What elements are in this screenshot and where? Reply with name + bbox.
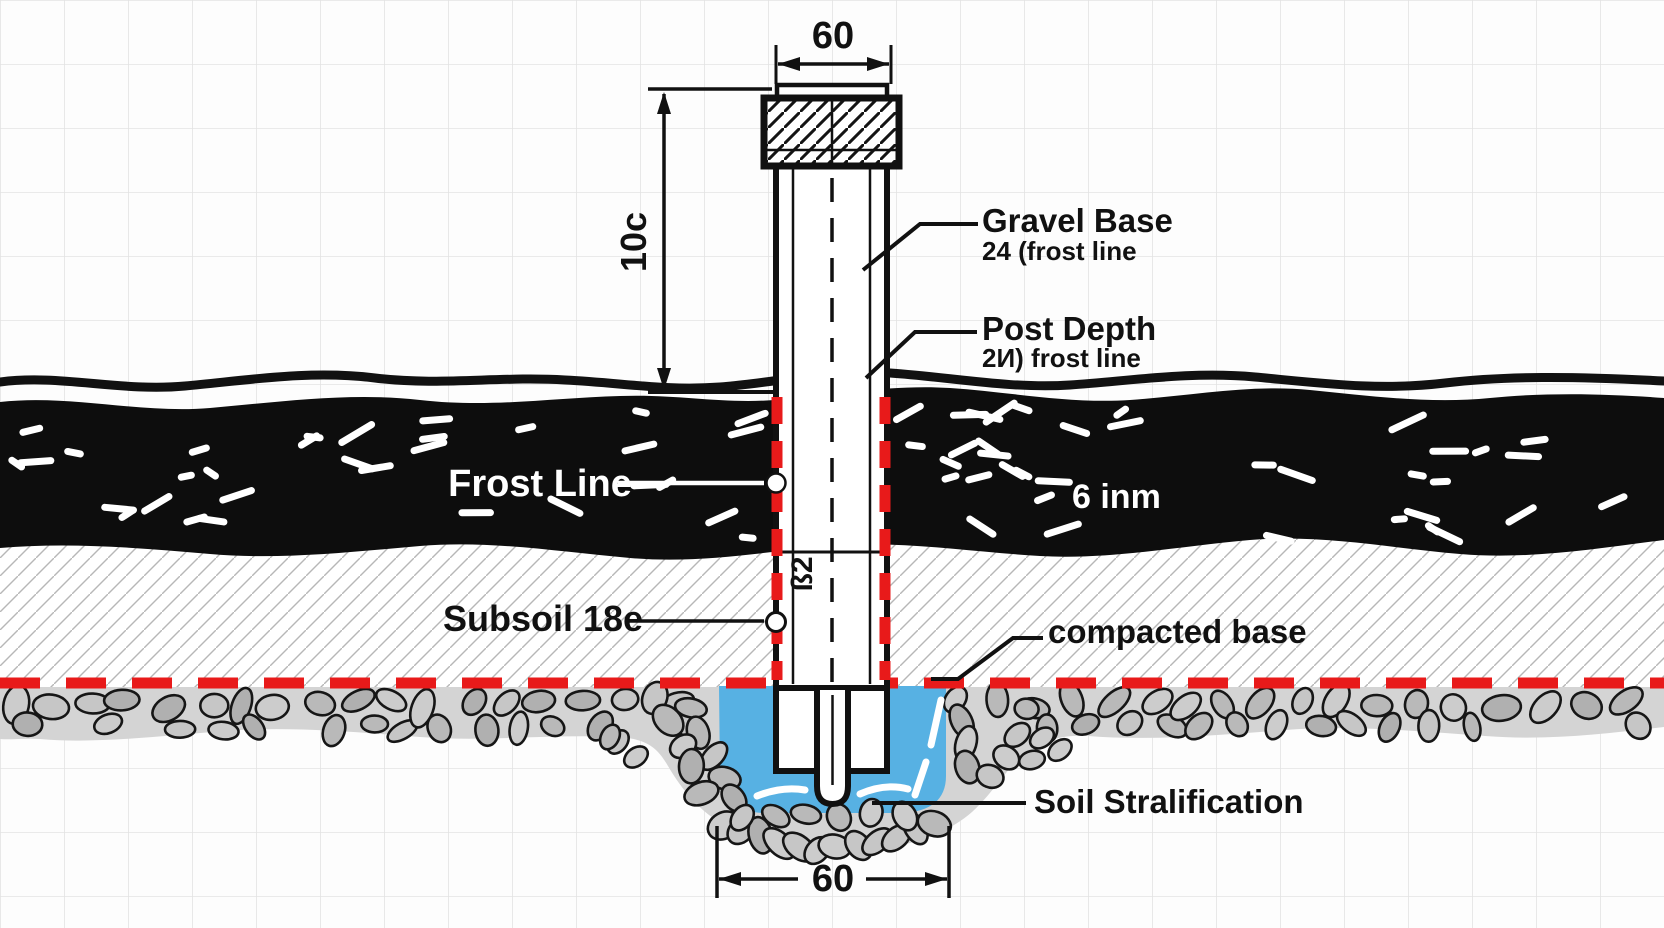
footing-highlights [753, 696, 945, 800]
callout-subsoil: Subsoil 18e [443, 598, 787, 639]
arrow-right [867, 57, 889, 71]
gravel-base-subtitle: 24 (frost line [982, 236, 1137, 266]
dim-top-width-value: 60 [812, 15, 854, 57]
callout-gravel-base: Gravel Base 24 (frost line [861, 202, 1173, 272]
callout-compacted-base: compacted base [931, 613, 1307, 681]
frost-line-marker [765, 472, 787, 494]
post-cap [760, 82, 903, 170]
frost-line-label: Frost Line [448, 463, 632, 505]
gravel-stones [1, 680, 1652, 866]
dimension-post-height: 10c [613, 92, 671, 390]
arrow-right [925, 872, 947, 886]
dim-footing-width-value: 60 [812, 858, 854, 900]
dimension-top-width: 60 [774, 15, 893, 84]
arrow-left [778, 57, 800, 71]
dimension-footing-width: 60 [715, 826, 951, 900]
subsoil-marker [765, 611, 787, 633]
callout-soil-stratification: Soil Stralification [872, 783, 1304, 820]
gravel-base-title: Gravel Base [982, 202, 1173, 239]
post-depth-title: Post Depth [982, 310, 1156, 347]
arrow-left [719, 872, 741, 886]
post: ß2 [760, 82, 903, 808]
callout-post-depth: Post Depth 2И) frost line [864, 310, 1156, 380]
compacted-base-label: compacted base [1048, 613, 1307, 650]
callout-frost-line: Frost Line [448, 463, 787, 505]
post-depth-subtitle: 2И) frost line [982, 343, 1141, 373]
subsoil-label: Subsoil 18e [443, 598, 643, 639]
post-marking-text: ß2 [786, 556, 819, 591]
arrow-up [657, 92, 671, 114]
soil-stratification-label: Soil Stralification [1034, 783, 1304, 820]
arrow-down [657, 368, 671, 390]
dim-post-height-value: 10c [613, 212, 654, 272]
topsoil-depth-note: 6 inm [1072, 478, 1161, 516]
topsoil-texture [8, 399, 1628, 546]
